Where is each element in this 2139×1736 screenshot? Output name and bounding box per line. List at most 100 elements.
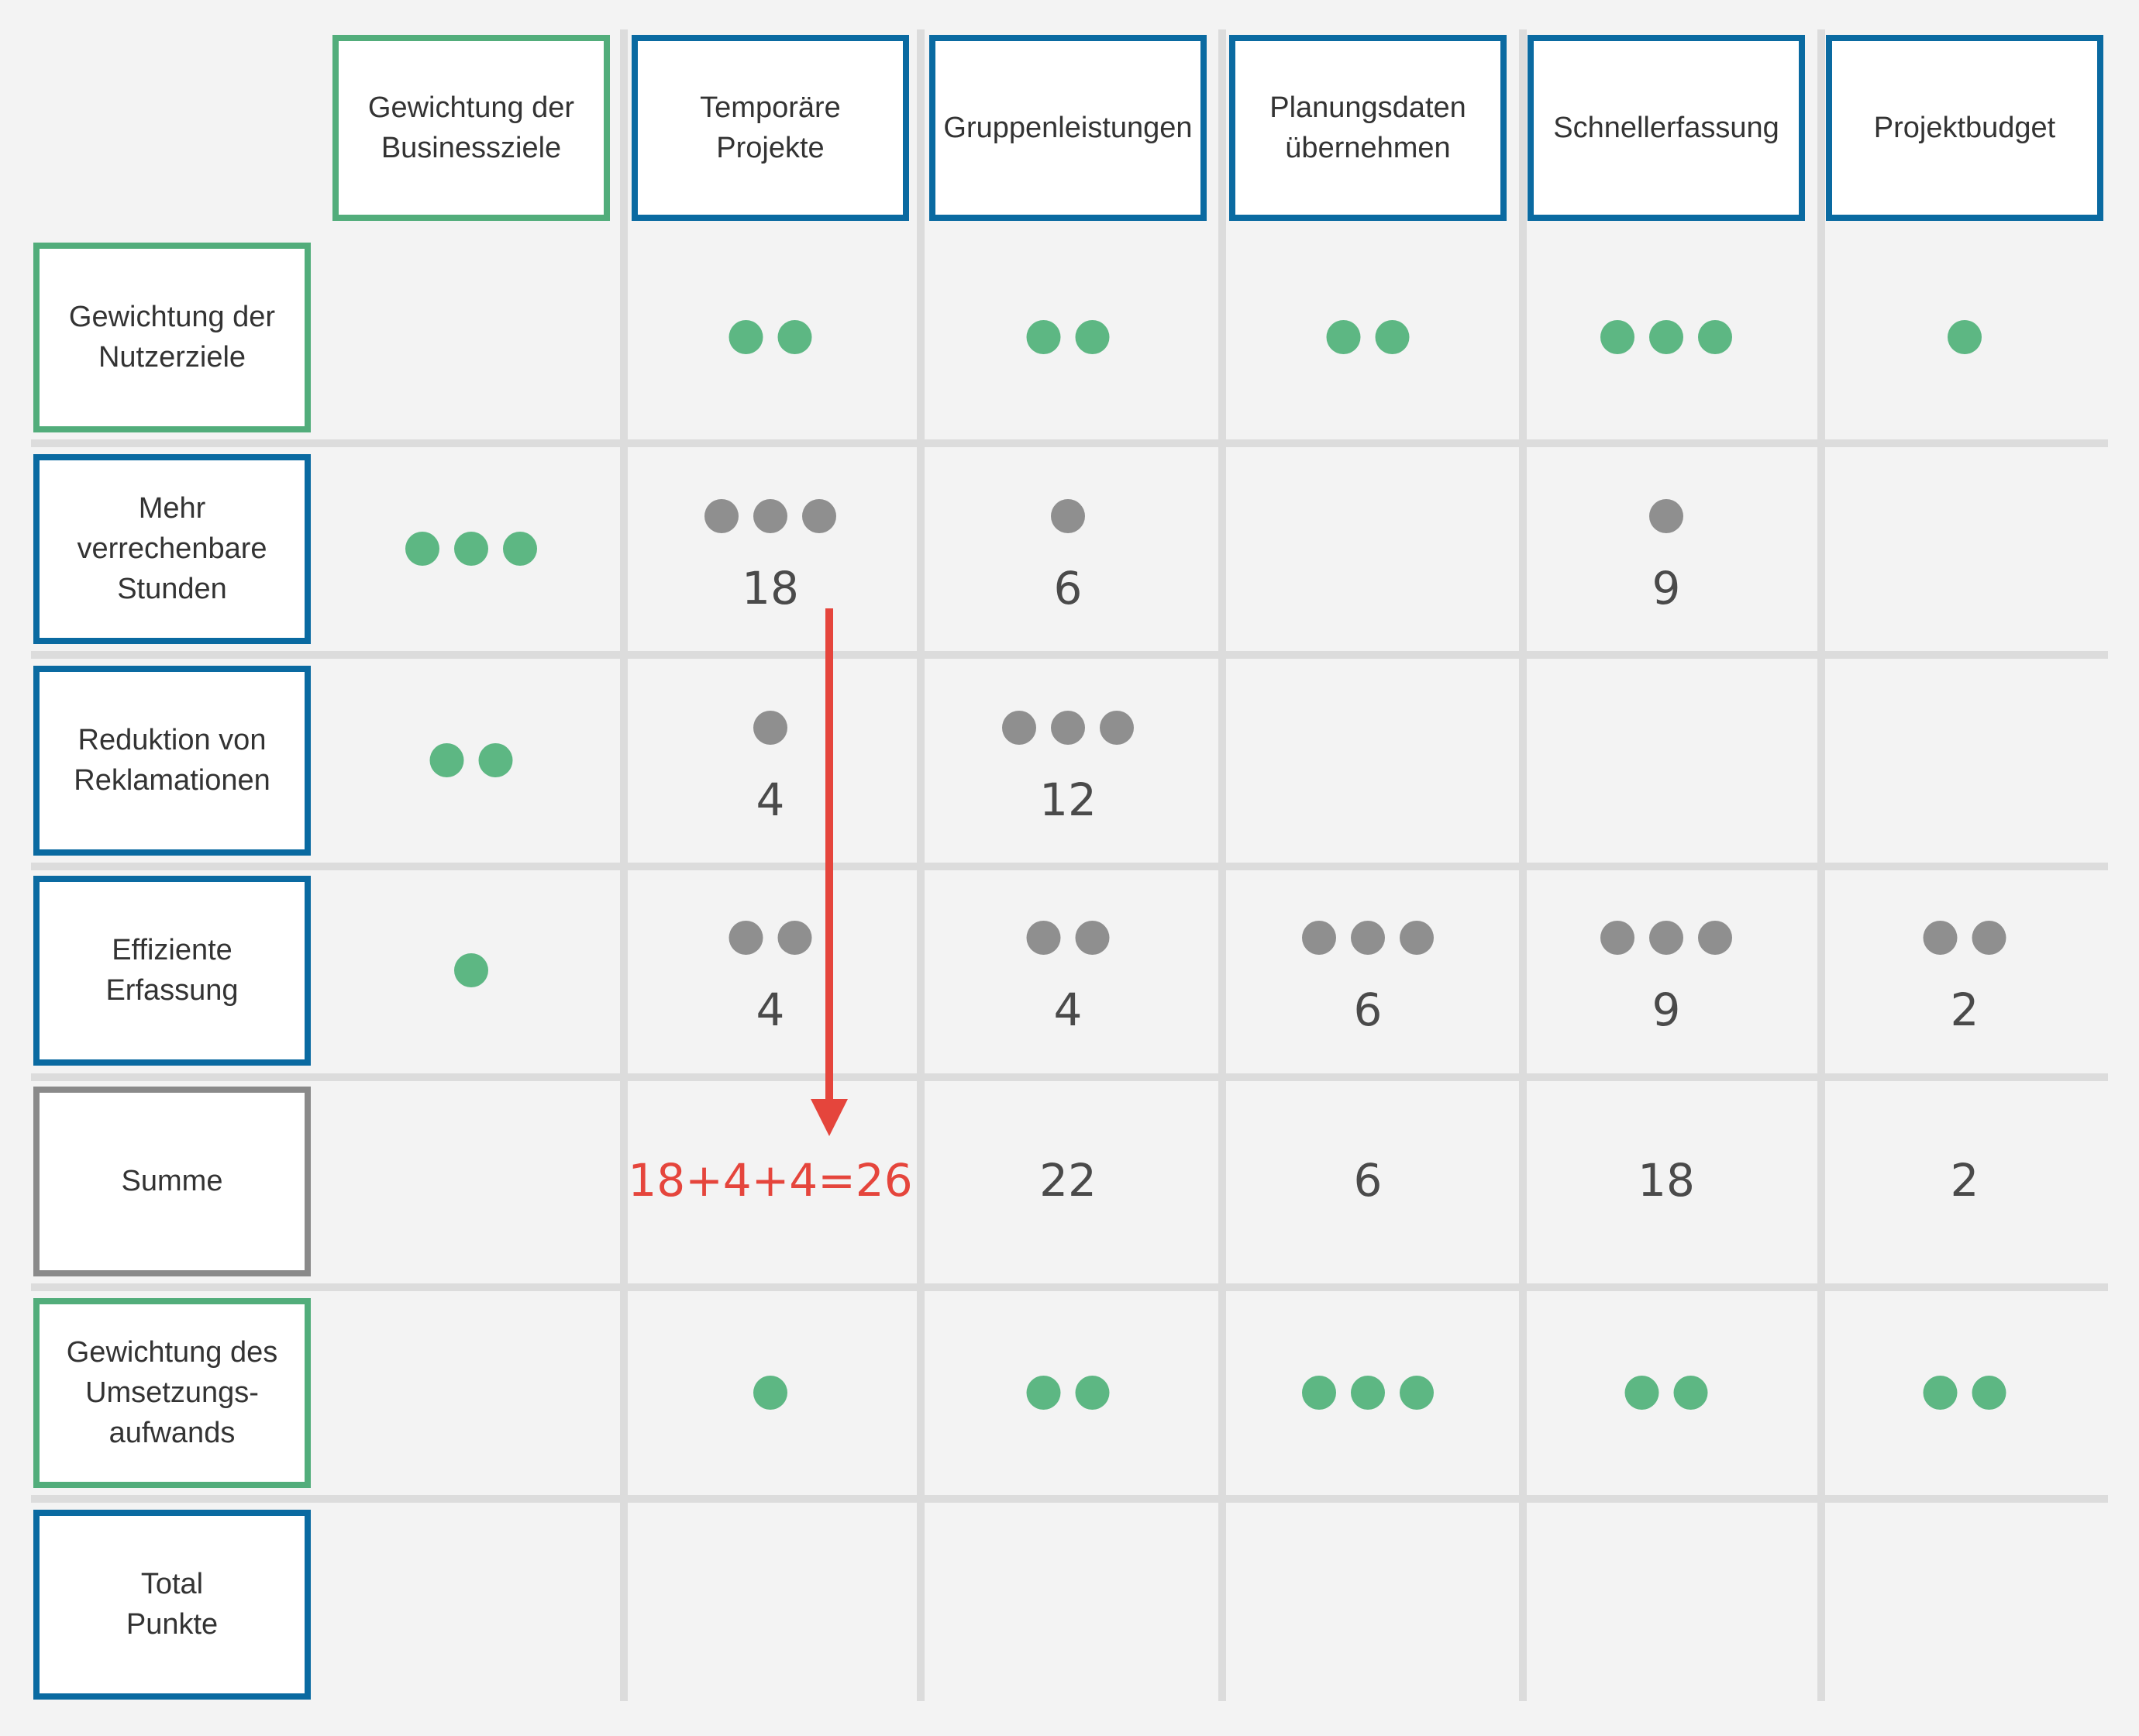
score-value: 12 [1039, 773, 1097, 826]
rating-dots [429, 743, 513, 777]
column-header-box: Planungsdaten übernehmen [1229, 35, 1507, 221]
gray-rating-dot [1649, 921, 1683, 955]
gray-rating-dot [1051, 499, 1085, 533]
column-header-box: Temporäre Projekte [632, 35, 909, 221]
score-value: 9 [1652, 983, 1681, 1036]
gray-rating-dot [1026, 921, 1061, 955]
green-rating-dot [1026, 320, 1061, 354]
grid-row-divider [31, 1495, 2108, 1503]
rating-dots [1649, 499, 1683, 533]
column-header-box: Gewichtung der Businessziele [332, 35, 610, 221]
row-header-box: Gewichtung des Umsetzungs- aufwands [33, 1297, 311, 1488]
green-rating-dot [1302, 1376, 1336, 1410]
rating-dots [1923, 921, 2006, 955]
rating-dots [405, 532, 537, 566]
green-rating-dot [454, 532, 488, 566]
green-rating-dot [454, 953, 488, 987]
grid-row-divider [31, 651, 2108, 659]
grid-row-divider [31, 439, 2108, 447]
row-header-box: Reduktion von Reklamationen [33, 665, 311, 856]
rating-dots [728, 320, 812, 354]
rating-dots [1600, 921, 1732, 955]
score-value: 4 [756, 983, 785, 1036]
row-header-box: Effiziente Erfassung [33, 875, 311, 1066]
rating-dots [1051, 499, 1085, 533]
green-rating-dot [1326, 320, 1361, 354]
score-value: 6 [1353, 1154, 1383, 1207]
gray-rating-dot [1400, 921, 1434, 955]
gray-rating-dot [1923, 921, 1958, 955]
grid-row-divider [31, 1073, 2108, 1081]
green-rating-dot [1624, 1376, 1659, 1410]
gray-rating-dot [1351, 921, 1385, 955]
sum-calculation: 18+4+4=26 [628, 1154, 913, 1207]
green-rating-dot [1375, 320, 1410, 354]
gray-rating-dot [777, 921, 812, 955]
green-rating-dot [1698, 320, 1732, 354]
score-value: 2 [1950, 1154, 1979, 1207]
green-rating-dot [1923, 1376, 1958, 1410]
gray-rating-dot [1100, 711, 1134, 745]
score-value: 9 [1652, 562, 1681, 615]
rating-dots [753, 711, 787, 745]
rating-dots [1026, 320, 1110, 354]
green-rating-dot [1673, 1376, 1708, 1410]
gray-rating-dot [1698, 921, 1732, 955]
green-rating-dot [1075, 320, 1110, 354]
rating-dots [1302, 921, 1434, 955]
score-value: 6 [1053, 562, 1083, 615]
score-value: 4 [1053, 983, 1083, 1036]
green-rating-dot [1972, 1376, 2006, 1410]
gray-rating-dot [728, 921, 763, 955]
rating-dots [753, 1376, 787, 1410]
rating-dots [1923, 1376, 2006, 1410]
rating-dots [1026, 1376, 1110, 1410]
row-header-box: Mehr verrechenbare Stunden [33, 453, 311, 644]
green-rating-dot [405, 532, 439, 566]
row-header-box: Total Punkte [33, 1509, 311, 1700]
gray-rating-dot [802, 499, 836, 533]
column-header-box: Projektbudget [1826, 35, 2103, 221]
score-value: 2 [1950, 983, 1979, 1036]
green-rating-dot [753, 1376, 787, 1410]
gray-rating-dot [753, 499, 787, 533]
rating-dots [454, 953, 488, 987]
score-value: 6 [1353, 983, 1383, 1036]
green-rating-dot [1026, 1376, 1061, 1410]
gray-rating-dot [704, 499, 739, 533]
green-rating-dot [1649, 320, 1683, 354]
rating-dots [728, 921, 812, 955]
green-rating-dot [478, 743, 513, 777]
rating-dots [1026, 921, 1110, 955]
row-header-box: Summe [33, 1086, 311, 1276]
rating-dots [1600, 320, 1732, 354]
row-header-box: Gewichtung der Nutzerziele [33, 242, 311, 432]
gray-rating-dot [1302, 921, 1336, 955]
rating-dots [1948, 320, 1982, 354]
green-rating-dot [1075, 1376, 1110, 1410]
rating-dots [1002, 711, 1134, 745]
score-value: 18 [742, 562, 799, 615]
gray-rating-dot [1075, 921, 1110, 955]
gray-rating-dot [1972, 921, 2006, 955]
green-rating-dot [503, 532, 537, 566]
green-rating-dot [1600, 320, 1634, 354]
score-value: 18 [1638, 1154, 1695, 1207]
grid-row-divider [31, 1283, 2108, 1291]
gray-rating-dot [753, 711, 787, 745]
green-rating-dot [1351, 1376, 1385, 1410]
rating-dots [704, 499, 836, 533]
rating-dots [1326, 320, 1410, 354]
green-rating-dot [1400, 1376, 1434, 1410]
green-rating-dot [777, 320, 812, 354]
score-value: 22 [1039, 1154, 1097, 1207]
gray-rating-dot [1002, 711, 1036, 745]
score-value: 4 [756, 773, 785, 826]
rating-dots [1302, 1376, 1434, 1410]
gray-rating-dot [1649, 499, 1683, 533]
gray-rating-dot [1600, 921, 1634, 955]
green-rating-dot [1948, 320, 1982, 354]
column-header-box: Schnellerfassung [1528, 35, 1805, 221]
grid-row-divider [31, 863, 2108, 870]
